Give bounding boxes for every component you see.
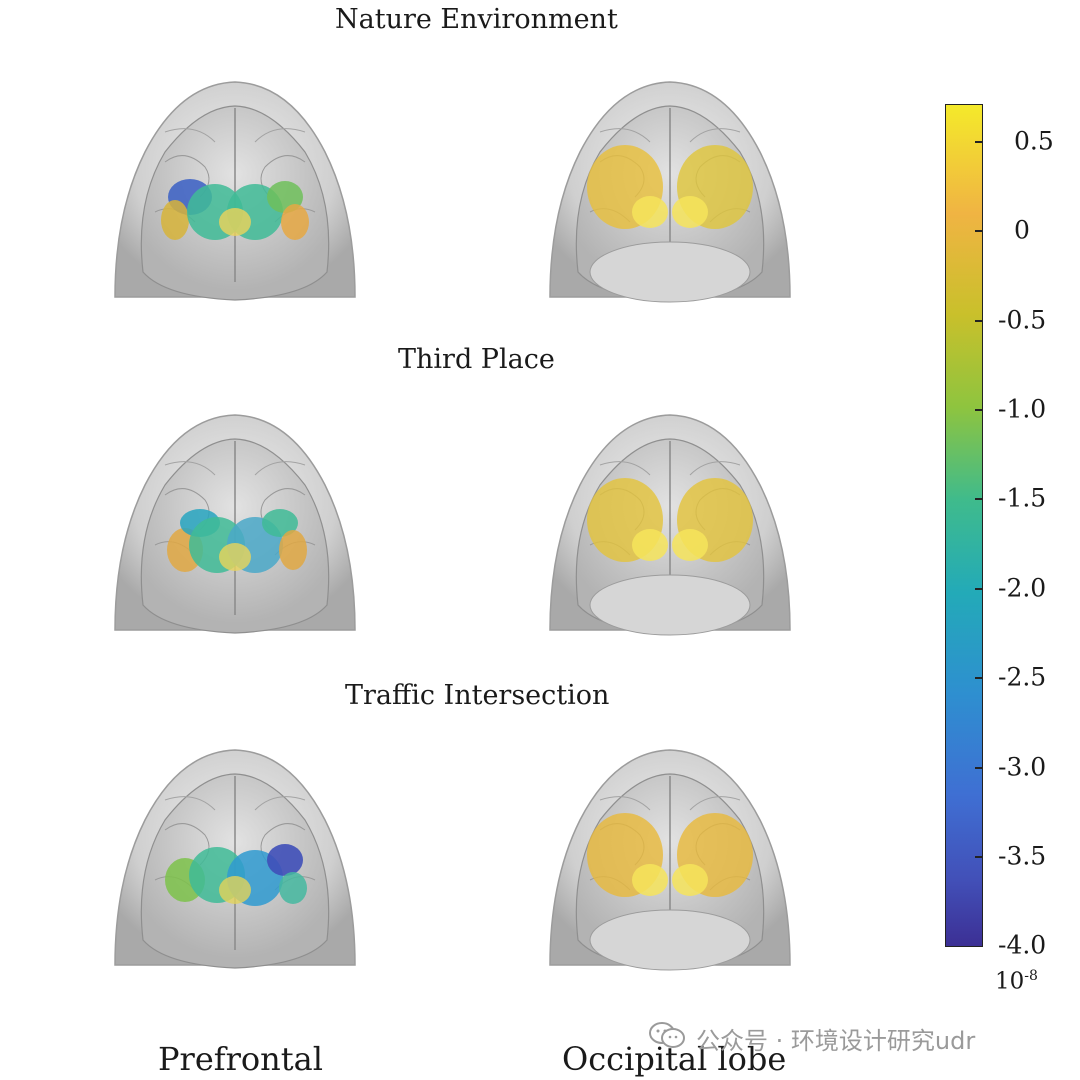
colorbar-tick-label: -3.5 bbox=[998, 841, 1047, 871]
watermark-text: 公众号 · 环境设计研究udr bbox=[696, 1026, 976, 1055]
colorbar-tick-label: -1.5 bbox=[998, 483, 1047, 513]
colorbar-tick-label: 0.5 bbox=[1014, 126, 1054, 156]
brain-occipital-nature bbox=[549, 81, 791, 303]
colorbar-tick-mark bbox=[975, 230, 983, 232]
condition-title-nature: Nature Environment bbox=[335, 4, 618, 35]
colorbar-tick-mark bbox=[975, 320, 983, 322]
colorbar-tick-label: -2.5 bbox=[998, 662, 1047, 692]
exponent-base: 10 bbox=[995, 968, 1025, 995]
colorbar-tick-label: -1.0 bbox=[998, 394, 1047, 424]
brain-prefrontal-third-place bbox=[114, 414, 356, 634]
wechat-icon bbox=[648, 1020, 688, 1056]
colorbar-tick-mark bbox=[975, 141, 983, 143]
brain-prefrontal-nature bbox=[114, 81, 356, 301]
condition-title-third-place: Third Place bbox=[398, 344, 555, 375]
colorbar-tick-label: -3.0 bbox=[998, 752, 1047, 782]
brain-occipital-third-place bbox=[549, 414, 791, 636]
colorbar-tick-mark bbox=[975, 677, 983, 679]
colorbar-tick-label: -0.5 bbox=[998, 305, 1047, 335]
brain-prefrontal-traffic bbox=[114, 749, 356, 969]
column-label-prefrontal: Prefrontal bbox=[158, 1040, 323, 1078]
colorbar-tick-label: -4.0 bbox=[998, 930, 1047, 960]
condition-title-traffic: Traffic Intersection bbox=[345, 680, 610, 711]
watermark: 公众号 · 环境设计研究udr bbox=[648, 1020, 975, 1056]
colorbar-tick-mark bbox=[975, 856, 983, 858]
colorbar-tick-mark bbox=[975, 409, 983, 411]
exponent-power: -8 bbox=[1024, 968, 1038, 984]
colorbar-tick-label: -2.0 bbox=[998, 573, 1047, 603]
brain-occipital-traffic bbox=[549, 749, 791, 971]
colorbar-tick-mark bbox=[975, 498, 983, 500]
colorbar-exponent: 10-8 bbox=[995, 968, 1038, 995]
colorbar-tick-mark bbox=[975, 588, 983, 590]
colorbar-tick-mark bbox=[975, 767, 983, 769]
colorbar-tick-label: 0 bbox=[1014, 215, 1030, 245]
colorbar bbox=[945, 104, 983, 947]
